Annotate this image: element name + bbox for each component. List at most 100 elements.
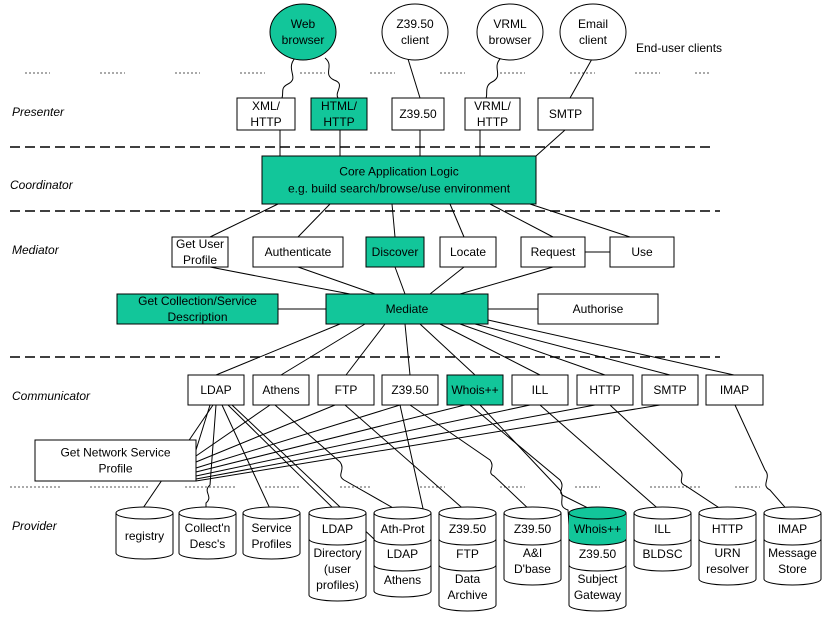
provider-collect-n-desc-s-text: Desc's <box>190 537 226 551</box>
presenter-smtp[interactable]: SMTP <box>537 97 594 131</box>
provider-urn-resolver-top <box>698 506 757 520</box>
mediator-locate-text: Locate <box>450 245 486 259</box>
provider-a-i-d-base-text: D'base <box>514 562 551 576</box>
core-application-logic-text: e.g. build search/browse/use environment <box>288 182 511 196</box>
mediator-authenticate-shape <box>252 236 344 268</box>
authorise-shape <box>537 293 659 325</box>
provider-registry-body <box>115 513 174 560</box>
provider-urn-resolver-text: HTTP <box>712 522 743 536</box>
presenter-html-http[interactable]: HTML/HTTP <box>310 97 368 131</box>
authorise[interactable]: Authorise <box>537 293 659 325</box>
client-web-browser-shape <box>269 3 337 61</box>
provider-directory-user-profiles-text: profiles) <box>316 578 359 592</box>
mediator-use[interactable]: Use <box>609 236 675 268</box>
provider-a-i-d-base-text: Z39.50 <box>514 522 552 536</box>
provider-service-profiles-text: Service <box>251 521 291 535</box>
presenter-xml-http[interactable]: XML/HTTP <box>236 97 296 131</box>
communicator-ftp[interactable]: FTP <box>317 374 375 406</box>
provider-data-archive-text: Archive <box>447 588 487 602</box>
provider-athens-top <box>373 506 432 520</box>
mediator-authenticate-text: Authenticate <box>265 245 332 259</box>
mediator-use-text: Use <box>631 245 653 259</box>
communicator-z39-50[interactable]: Z39.50 <box>381 374 439 406</box>
mediator-locate-shape <box>439 236 497 268</box>
provider-a-i-d-base-top <box>503 506 562 520</box>
presenter-xml-http-text: HTTP <box>250 115 281 129</box>
mediator-authenticate[interactable]: Authenticate <box>252 236 344 268</box>
provider-registry[interactable]: registry <box>115 506 174 560</box>
provider-athens-divider <box>373 564 432 572</box>
mediator-request-text: Request <box>531 245 576 259</box>
get-collection-service-description-shape <box>116 293 279 325</box>
communicator-ill-shape <box>511 374 569 406</box>
communicator-athens[interactable]: Athens <box>252 374 310 406</box>
provider-registry-top <box>115 506 174 520</box>
mediate[interactable]: Mediate <box>325 293 489 325</box>
communicator-ldap-text: LDAP <box>200 383 231 397</box>
presenter-smtp-shape <box>537 97 594 131</box>
provider-a-i-d-base[interactable]: Z39.50A&ID'base <box>503 506 562 586</box>
communicator-imap[interactable]: IMAP <box>705 374 764 406</box>
client-z39-50-client-shape <box>381 3 449 61</box>
communicator-smtp[interactable]: SMTP <box>641 374 699 406</box>
provider-bldsc-body <box>633 513 692 572</box>
client-vrml-browser-shape <box>476 3 544 61</box>
communicator-smtp-shape <box>641 374 699 406</box>
end-user-clients-label: End-user clients <box>636 41 722 55</box>
get-network-service-profile-text: Profile <box>98 462 132 476</box>
provider-service-profiles-top <box>242 506 301 520</box>
communicator-imap-shape <box>705 374 764 406</box>
mediator-request-shape <box>520 236 586 268</box>
get-collection-service-description-text: Description <box>167 310 227 324</box>
provider-message-store-text: Message <box>768 546 817 560</box>
communicator-http[interactable]: HTTP <box>576 374 634 406</box>
provider-directory-user-profiles-top <box>308 506 367 520</box>
presenter-z39-50[interactable]: Z39.50 <box>391 97 445 131</box>
provider-message-store-text: Store <box>778 562 807 576</box>
provider-registry-text: registry <box>125 529 164 543</box>
presenter-smtp-text: SMTP <box>549 107 582 121</box>
mediator-discover[interactable]: Discover <box>365 236 425 268</box>
provider-subject-gateway-text: Z39.50 <box>579 547 617 561</box>
communicator-ldap[interactable]: LDAP <box>187 374 245 406</box>
mediator-get-user-profile-shape <box>171 236 229 268</box>
provider-directory-user-profiles-body <box>308 513 367 602</box>
provider-data-archive-text: FTP <box>456 547 479 561</box>
provider-bldsc-divider <box>633 538 692 546</box>
mediator-get-user-profile-text: Profile <box>183 253 217 267</box>
provider-service-profiles-body <box>242 513 301 560</box>
provider-urn-resolver-text: resolver <box>706 562 749 576</box>
layer-label-provider: Provider <box>12 519 58 533</box>
provider-bldsc-text: ILL <box>654 522 671 536</box>
core-application-logic-text: Core Application Logic <box>339 165 458 179</box>
get-network-service-profile-text: Get Network Service <box>60 446 170 460</box>
provider-collect-n-desc-s-text: Collect'n <box>185 521 231 535</box>
mediator-locate[interactable]: Locate <box>439 236 497 268</box>
provider-athens-body <box>373 513 432 598</box>
provider-urn-resolver-body <box>698 513 757 586</box>
communicator-whois-text: Whois++ <box>451 383 498 397</box>
provider-data-archive-text: Z39.50 <box>449 522 487 536</box>
mediator-request[interactable]: Request <box>520 236 586 268</box>
presenter-html-http-text: HTML/ <box>321 99 358 113</box>
presenter-vrml-http[interactable]: VRML/HTTP <box>464 97 521 131</box>
communicator-ill[interactable]: ILL <box>511 374 569 406</box>
core-application-logic[interactable]: Core Application Logic e.g. build search/… <box>261 155 537 205</box>
communicator-whois[interactable]: Whois++ <box>446 374 504 406</box>
